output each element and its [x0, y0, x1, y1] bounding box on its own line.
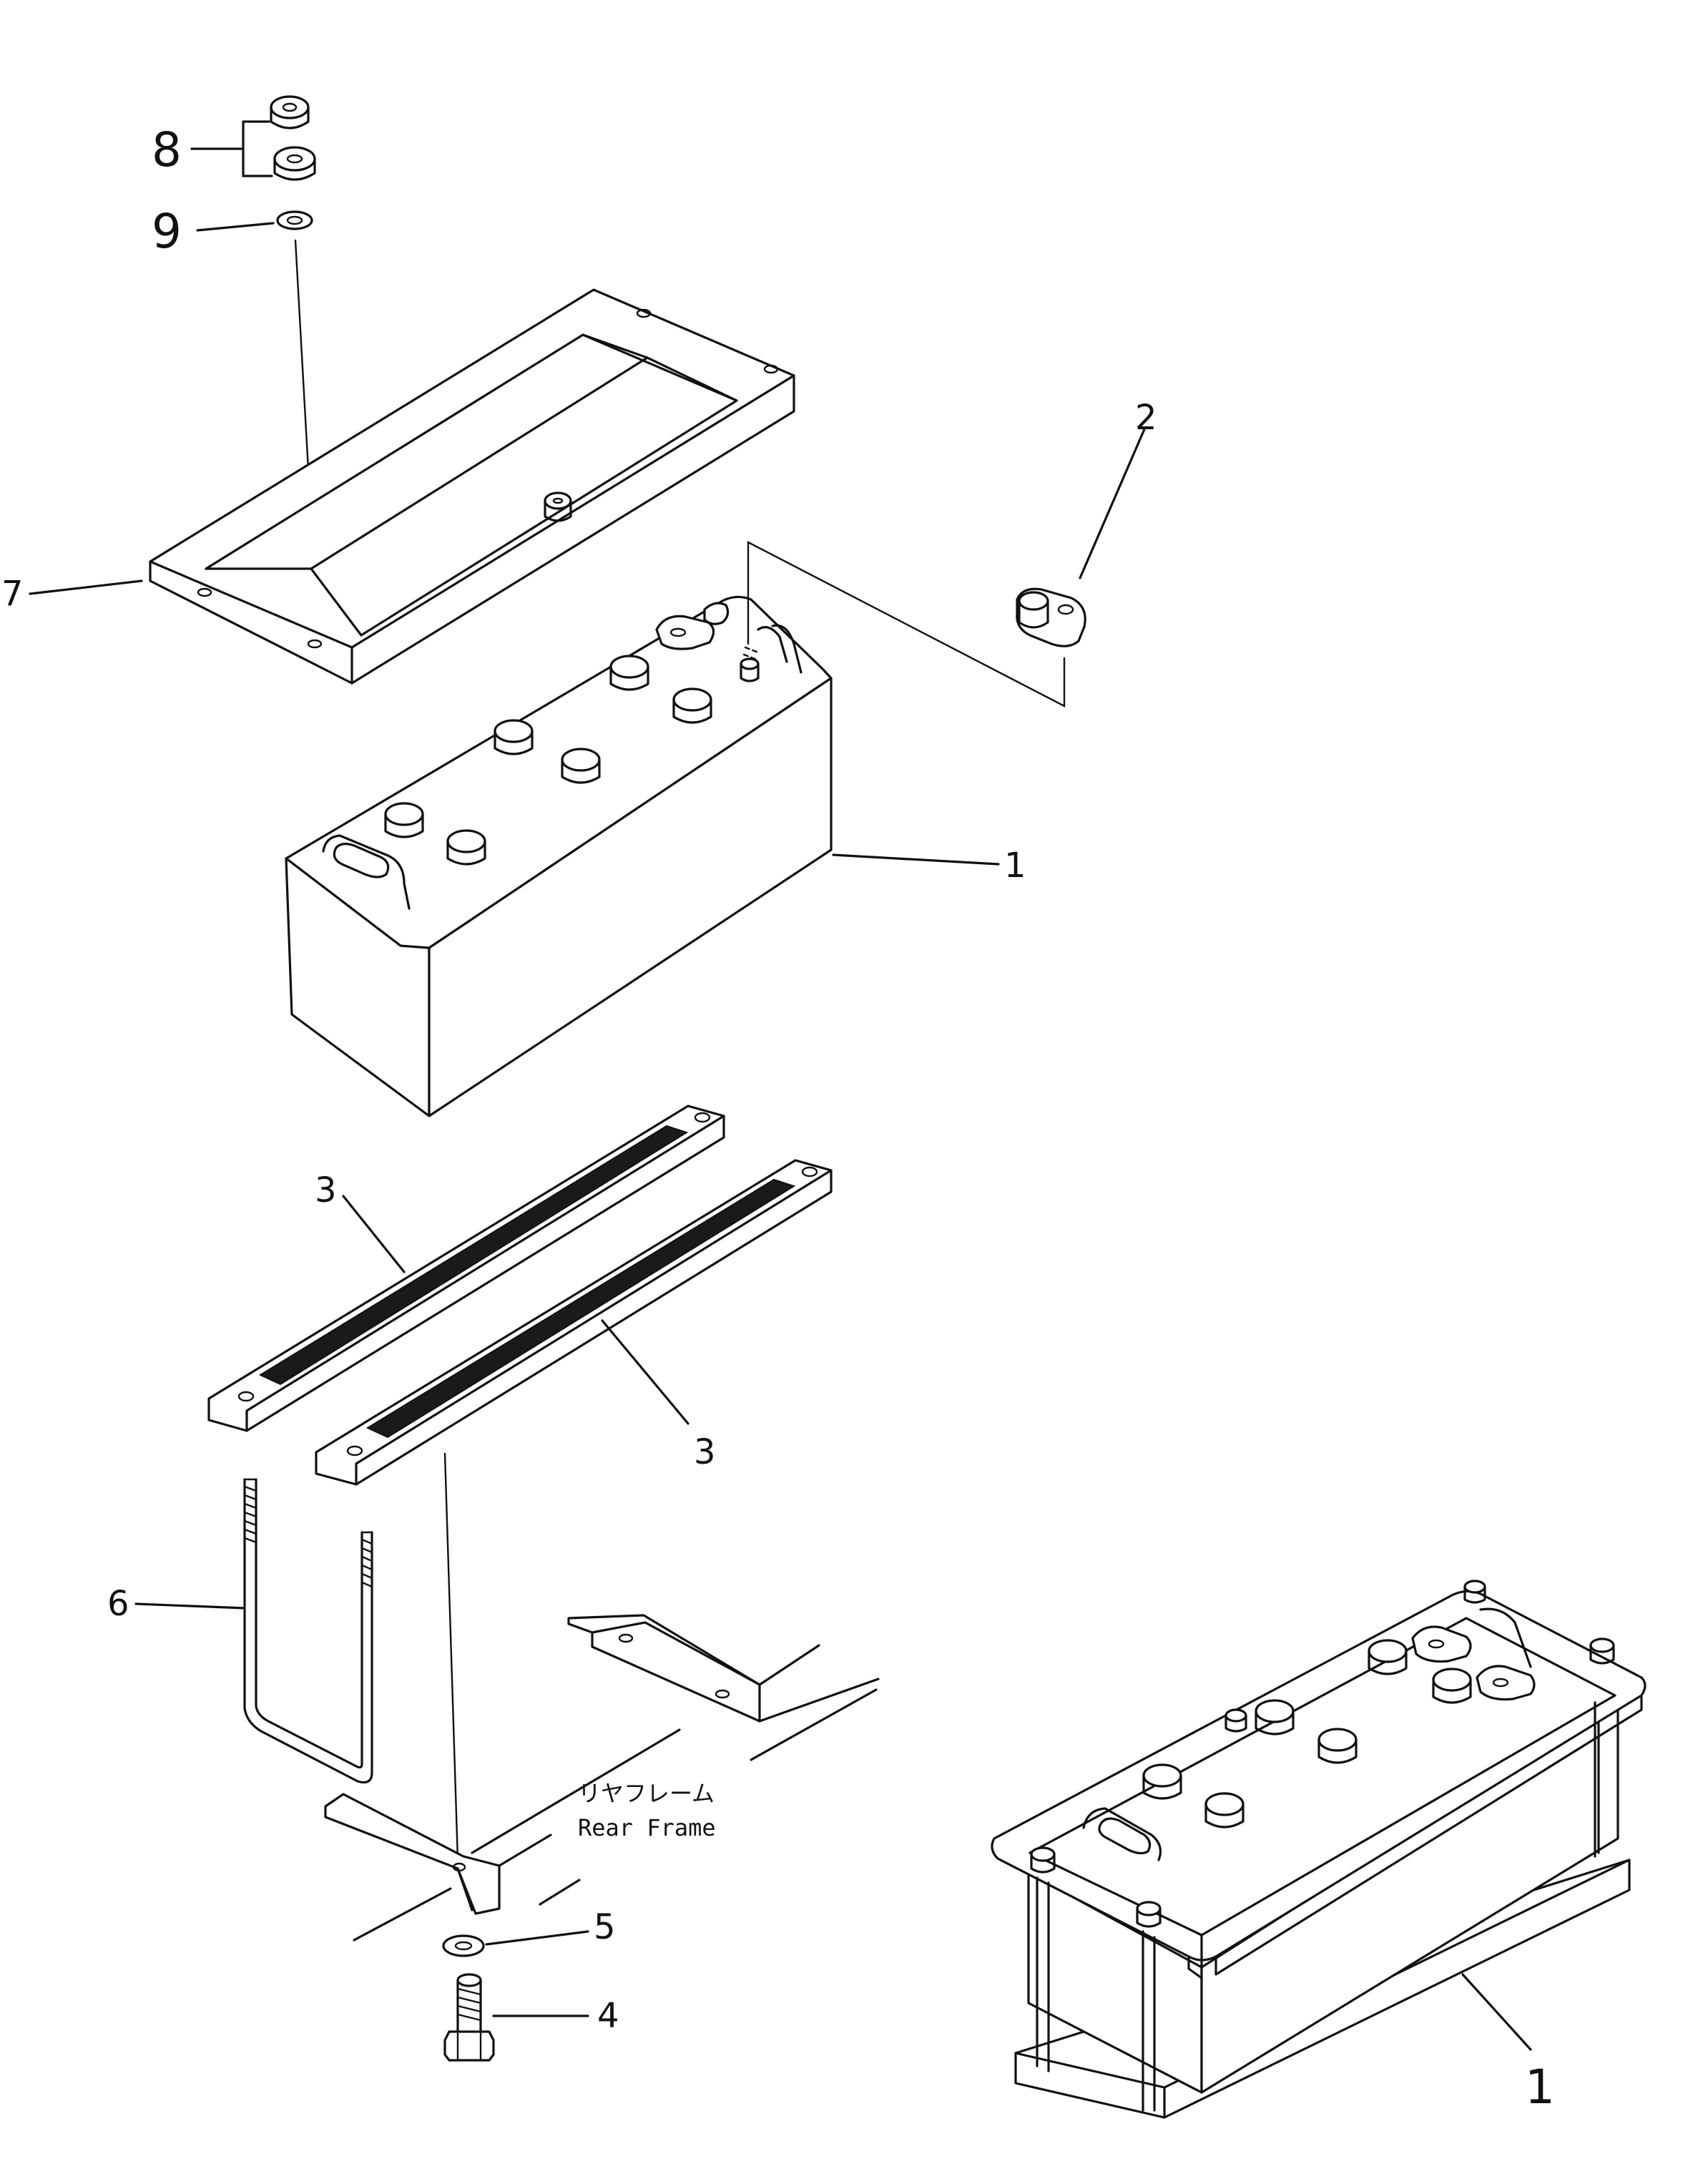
callout-1b-leader — [1461, 1973, 1532, 2051]
assembly-line-terminal — [747, 541, 1066, 708]
callout-1-leader — [832, 853, 1000, 866]
callout-1: 1 — [1004, 846, 1026, 886]
rear-frame — [324, 1614, 880, 1942]
battery-part-1 — [285, 595, 833, 1117]
callout-6-leader — [134, 1602, 246, 1610]
battery-assembled-view — [991, 1580, 1646, 2119]
battery-pad-part-3-b — [315, 1159, 833, 1486]
bolt-part-4 — [443, 1973, 495, 2062]
nut-pair-part-8 — [270, 95, 316, 181]
washer-part-9 — [276, 210, 313, 230]
rear-frame-label-en: Rear Frame — [578, 1814, 716, 1841]
assembly-line-pad-bolt — [443, 1452, 459, 1861]
callout-5: 5 — [594, 1907, 616, 1947]
washer-part-5 — [442, 1934, 485, 1957]
terminal-clamp-part-2 — [1016, 587, 1086, 647]
callout-9-leader — [196, 222, 275, 232]
callout-3a: 3 — [315, 1170, 337, 1210]
callout-1b: 1 — [1525, 2060, 1555, 2115]
callout-7: 7 — [1, 574, 24, 614]
rear-frame-label-jp: リヤフレーム — [578, 1780, 715, 1807]
callout-8: 8 — [152, 122, 182, 177]
callout-5-leader — [485, 1930, 589, 1946]
callout-8-bracket — [190, 120, 273, 177]
callout-6: 6 — [107, 1584, 129, 1624]
callout-2-leader — [1079, 428, 1146, 579]
hold-down-frame-part-7 — [149, 288, 795, 685]
callout-3b-leader — [601, 1319, 689, 1425]
callout-7-leader — [29, 579, 143, 595]
callout-4: 4 — [597, 1996, 619, 2036]
callout-3a-leader — [342, 1195, 406, 1273]
callout-2: 2 — [1135, 398, 1157, 438]
callout-9: 9 — [152, 204, 182, 259]
j-bolt-part-6 — [243, 1478, 373, 1784]
callout-3b: 3 — [694, 1432, 716, 1472]
battery-pad-part-3-a — [207, 1105, 725, 1432]
